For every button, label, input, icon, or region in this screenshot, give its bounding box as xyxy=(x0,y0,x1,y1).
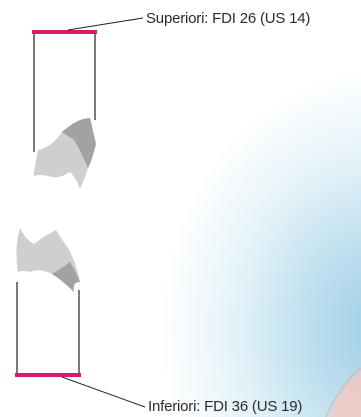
decorative-swoosh xyxy=(330,372,361,417)
lower-tooth-group xyxy=(15,228,145,407)
upper-tooth-group xyxy=(32,18,143,189)
lower-leader-line xyxy=(62,377,145,407)
lower-box-outline xyxy=(17,282,79,375)
upper-leader-line xyxy=(68,18,143,30)
lower-label: Inferiori: FDI 36 (US 19) xyxy=(148,398,302,415)
upper-label: Superiori: FDI 26 (US 14) xyxy=(146,10,310,27)
